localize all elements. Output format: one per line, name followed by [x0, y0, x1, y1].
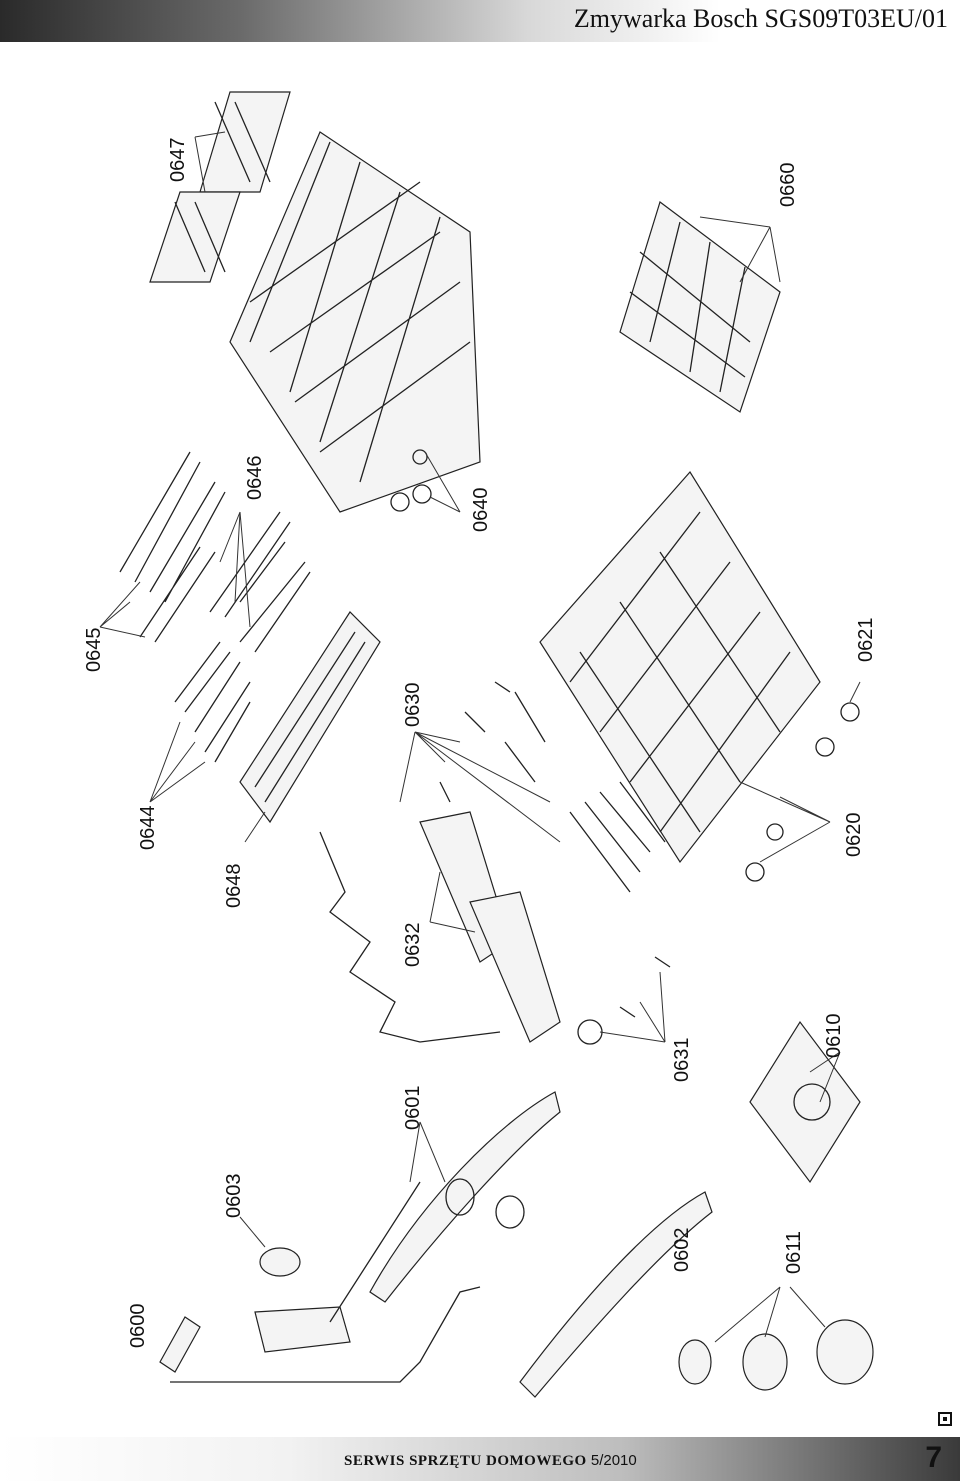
part-label-0620: 0620	[843, 813, 865, 858]
header-bar	[0, 0, 960, 42]
part-0630-drawing	[439, 681, 546, 803]
part-label-0621: 0621	[855, 618, 877, 663]
part-0660-drawing	[619, 201, 781, 413]
part-label-0645: 0645	[83, 628, 105, 673]
part-label-0644: 0644	[137, 806, 159, 851]
part-0648-drawing	[239, 611, 381, 824]
footer-service-label: SERWIS SPRZĘTU DOMOWEGO	[344, 1453, 587, 1469]
part-0631-drawing	[577, 956, 671, 1045]
part-label-0648: 0648	[223, 864, 245, 909]
part-0647-drawing	[149, 91, 291, 283]
part-label-0602: 0602	[671, 1228, 693, 1273]
part-0646-drawing	[209, 511, 311, 653]
leader-lines	[99, 131, 861, 1343]
part-label-0660: 0660	[777, 163, 799, 208]
exploded-parts-diagram: 0647 0660 0646 0640 0645 0630 0621 0644 …	[83, 91, 877, 1398]
part-0640-drawing	[229, 131, 481, 513]
part-label-0611: 0611	[783, 1231, 805, 1274]
page-number: 7	[925, 1441, 942, 1474]
part-label-0632: 0632	[402, 923, 424, 968]
footer-bar	[0, 1437, 960, 1481]
part-label-0600: 0600	[127, 1304, 149, 1349]
footer-label: SERWIS SPRZĘTU DOMOWEGO 5/2010	[344, 1452, 637, 1470]
part-0611-drawing	[678, 1319, 874, 1391]
part-0644-drawing	[174, 641, 251, 763]
part-0620-drawing	[539, 470, 860, 893]
part-label-0631: 0631	[671, 1038, 693, 1083]
part-label-0646: 0646	[244, 456, 266, 501]
page-title: Zmywarka Bosch SGS09T03EU/01	[573, 4, 948, 33]
part-label-0640: 0640	[470, 488, 492, 533]
page-nav-icon[interactable]	[938, 1412, 952, 1426]
footer-date: 5/2010	[590, 1452, 637, 1469]
part-0632-drawing	[319, 811, 561, 1043]
part-0601-drawing	[369, 1091, 561, 1303]
part-0602-drawing	[495, 1191, 713, 1398]
part-label-0603: 0603	[223, 1174, 245, 1219]
part-0600-drawing	[159, 1181, 481, 1383]
part-label-0601: 0601	[402, 1086, 424, 1131]
part-label-0647: 0647	[167, 138, 189, 183]
part-0645-drawing	[119, 451, 226, 643]
part-label-0630: 0630	[402, 683, 424, 728]
part-0603-drawing	[259, 1247, 301, 1277]
part-label-0610: 0610	[823, 1014, 845, 1059]
part-0610-drawing	[749, 1020, 861, 1184]
